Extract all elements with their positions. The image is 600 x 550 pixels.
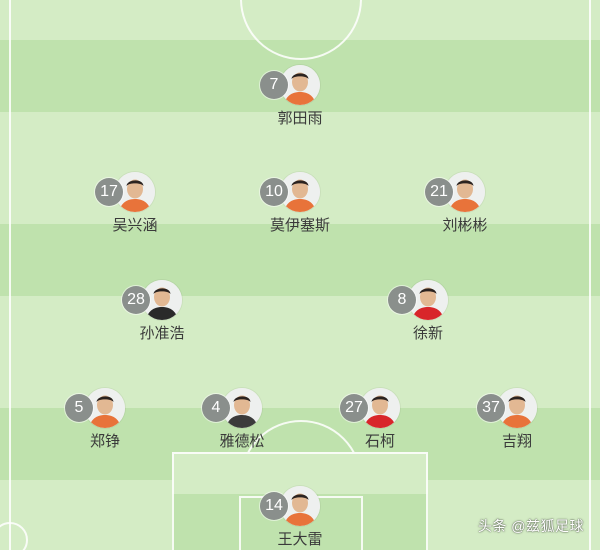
player-card[interactable]: 10 莫伊塞斯 (240, 162, 360, 234)
player-avatar (360, 388, 400, 428)
player-name: 雅德松 (219, 433, 265, 450)
player-card[interactable]: 28 孙准浩 (102, 270, 222, 342)
player-card[interactable]: 7 郭田雨 (240, 55, 360, 127)
player-name: 石柯 (364, 433, 395, 450)
player-avatar (408, 280, 448, 320)
player-number-badge: 5 (65, 394, 93, 422)
player-name: 郑铮 (89, 433, 120, 450)
player-card[interactable]: 37 吉翔 (457, 378, 577, 450)
player-name: 吉翔 (501, 433, 532, 450)
player-card[interactable]: 5 郑铮 (45, 378, 165, 450)
player-card[interactable]: 4 雅德松 (182, 378, 302, 450)
player-card[interactable]: 14 王大雷 (240, 476, 360, 548)
player-avatar (280, 65, 320, 105)
player-name: 徐新 (412, 325, 443, 342)
player-card[interactable]: 17 吴兴涵 (75, 162, 195, 234)
player-avatar (445, 172, 485, 212)
player-number-badge: 28 (122, 286, 150, 314)
player-number-badge: 14 (260, 492, 288, 520)
player-name: 郭田雨 (277, 110, 323, 127)
corner-arc (0, 522, 28, 550)
player-number-badge: 37 (477, 394, 505, 422)
pitch-boundary-line (9, 0, 591, 550)
player-number-badge: 8 (388, 286, 416, 314)
player-avatar (222, 388, 262, 428)
player-name: 吴兴涵 (112, 217, 158, 234)
player-number-badge: 21 (425, 178, 453, 206)
watermark: 头条 @兹狐足球 (477, 518, 584, 534)
player-number-badge: 27 (340, 394, 368, 422)
player-card[interactable]: 27 石柯 (320, 378, 440, 450)
player-card[interactable]: 21 刘彬彬 (405, 162, 525, 234)
player-number-badge: 17 (95, 178, 123, 206)
player-name: 刘彬彬 (442, 217, 488, 234)
player-number-badge: 7 (260, 71, 288, 99)
player-number-badge: 4 (202, 394, 230, 422)
player-name: 孙准浩 (139, 325, 185, 342)
player-name: 王大雷 (277, 531, 323, 548)
player-name: 莫伊塞斯 (269, 217, 330, 234)
player-number-badge: 10 (260, 178, 288, 206)
player-card[interactable]: 8 徐新 (368, 270, 488, 342)
